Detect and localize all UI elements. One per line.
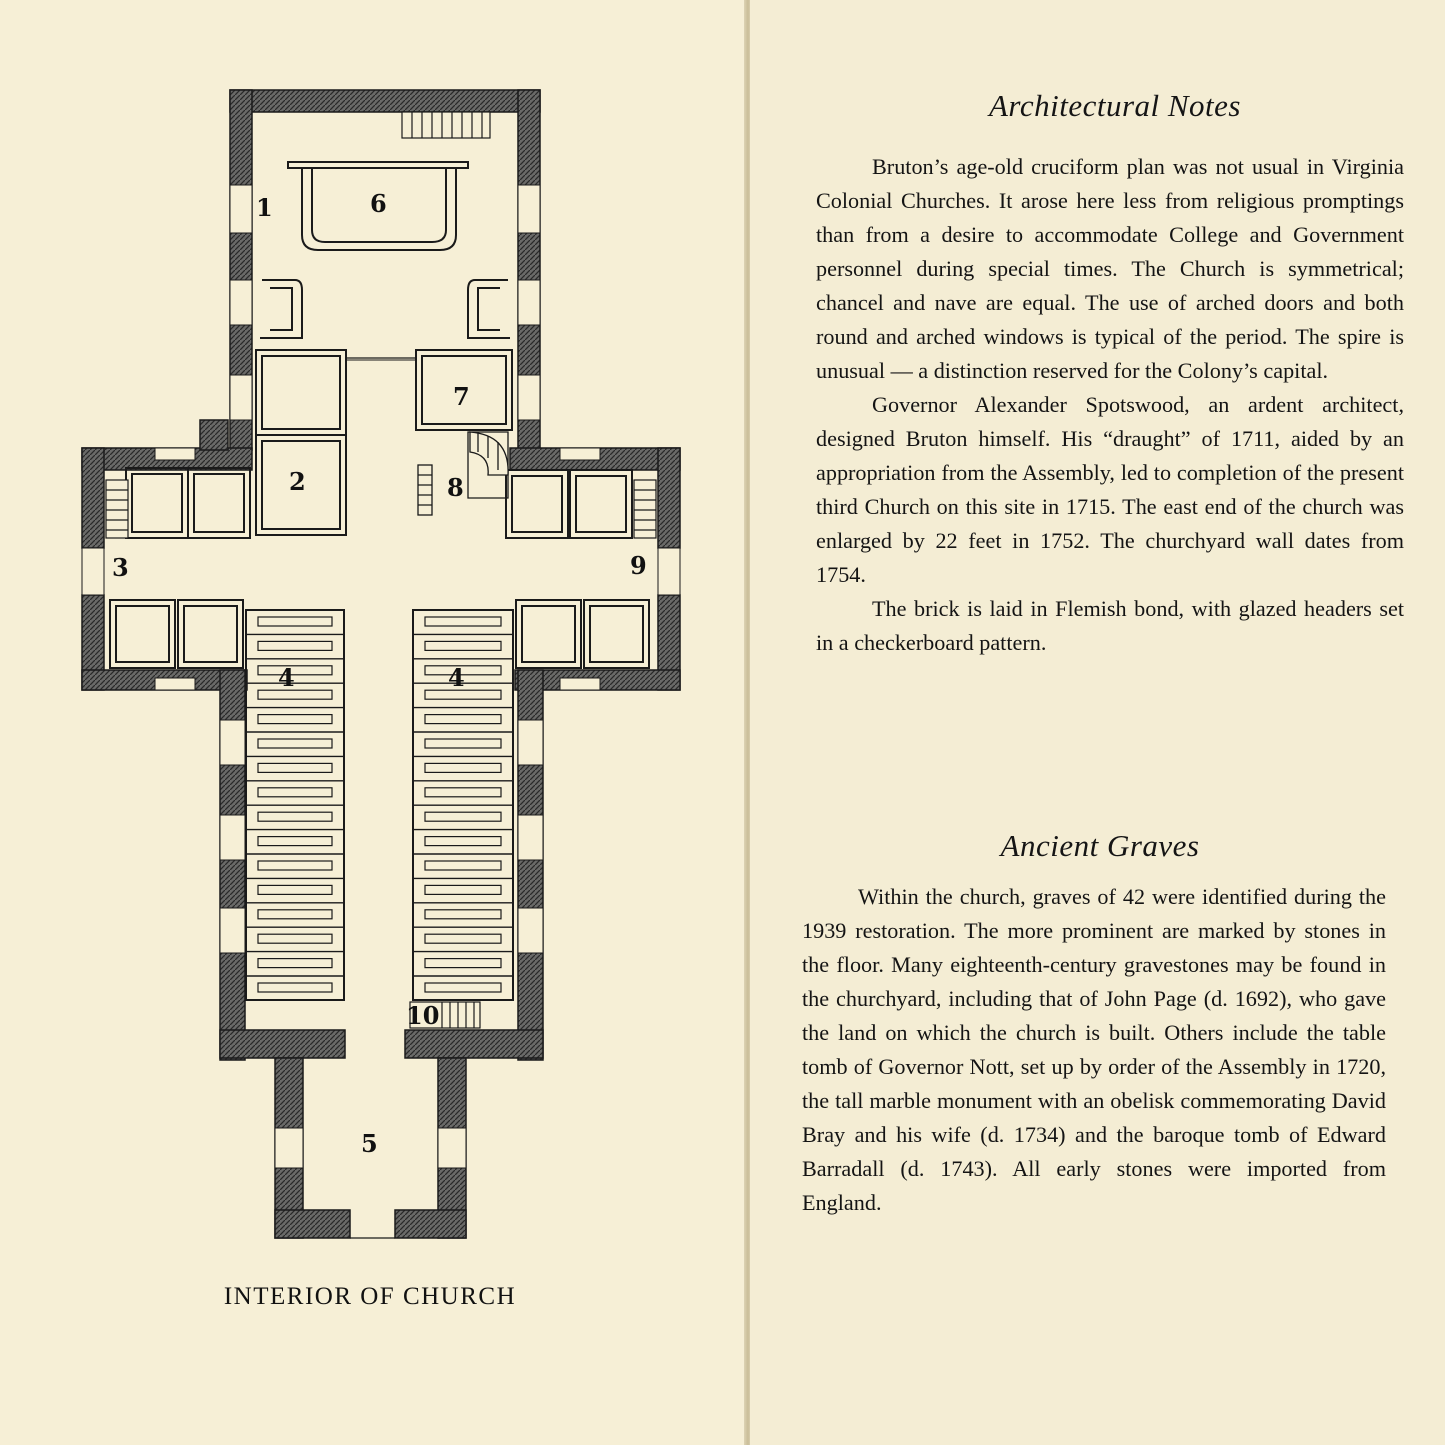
pew-seat xyxy=(257,738,333,749)
plan-box-pews xyxy=(109,279,650,669)
pew-seat xyxy=(424,616,502,627)
plan-label-2: 2 xyxy=(289,467,306,496)
plan-spiral-stair xyxy=(417,431,509,516)
pew-seat xyxy=(257,787,333,798)
pew-seat xyxy=(424,909,502,920)
pew-seat xyxy=(424,689,502,700)
pew-seat xyxy=(257,811,333,822)
plan-doors xyxy=(345,357,416,1239)
pew-seat xyxy=(257,957,333,969)
pew-seat xyxy=(257,982,333,993)
plan-altar xyxy=(287,161,469,251)
plan-labels: 1 2 3 4 4 5 6 7 8 9 10 xyxy=(112,189,647,1158)
pew-seat xyxy=(424,665,502,676)
pew-seat xyxy=(257,860,333,871)
pew-seat xyxy=(424,835,502,847)
plan-nave-pews xyxy=(245,609,514,1001)
architectural-notes-body: Bruton’s age-old cruciform plan was not … xyxy=(816,150,1404,660)
page-fold xyxy=(744,0,752,1445)
pew-seat xyxy=(424,982,502,993)
pew-seat xyxy=(424,860,502,871)
plan-walls xyxy=(81,89,681,1239)
section-title-ancient-graves: Ancient Graves xyxy=(1000,828,1200,863)
pew-seat xyxy=(257,835,333,847)
paragraph: Governor Alexander Spotswood, an ardent … xyxy=(816,392,1404,587)
pew-seat xyxy=(424,957,502,969)
pew-seat xyxy=(424,787,502,798)
ancient-graves-body: Within the church, graves of 42 were ide… xyxy=(802,880,1386,1220)
church-floor-plan: 1 2 3 4 4 5 6 7 8 9 10 xyxy=(81,89,681,1239)
pew-seat xyxy=(257,640,333,652)
pew-seat xyxy=(424,762,502,774)
plan-label-10: 10 xyxy=(406,1001,439,1030)
pew-seat xyxy=(257,616,333,627)
pew-seat xyxy=(424,640,502,652)
plan-label-4a: 4 xyxy=(278,663,295,692)
paragraph: Within the church, graves of 42 were ide… xyxy=(802,884,1386,1215)
plan-label-5: 5 xyxy=(361,1129,378,1158)
left-page: 1 2 3 4 4 5 6 7 8 9 10 INTERIOR OF CHURC… xyxy=(81,89,681,1310)
plan-transept-stairs xyxy=(105,479,657,539)
pew-seat xyxy=(257,713,333,725)
pew-seat xyxy=(424,738,502,749)
right-page: Architectural Notes Bruton’s age-old cru… xyxy=(750,0,1445,1445)
pew-seat xyxy=(257,762,333,774)
pew-seat xyxy=(424,811,502,822)
pew-seat xyxy=(257,909,333,920)
plan-label-4b: 4 xyxy=(448,663,465,692)
section-title-architectural-notes: Architectural Notes xyxy=(988,88,1241,123)
plan-windows xyxy=(81,184,681,1169)
plan-stair-top xyxy=(401,111,491,139)
pew-seat xyxy=(257,665,333,676)
plan-label-6: 6 xyxy=(370,189,387,218)
plan-label-9: 9 xyxy=(630,551,647,580)
plan-label-3: 3 xyxy=(112,553,129,582)
pew-seat xyxy=(424,884,502,896)
pew-seat xyxy=(257,884,333,896)
paragraph: The brick is laid in Flemish bond, with … xyxy=(816,596,1404,655)
pew-seat xyxy=(257,689,333,700)
plan-label-7: 7 xyxy=(453,382,470,411)
paragraph: Bruton’s age-old cruciform plan was not … xyxy=(816,154,1404,383)
pew-seat xyxy=(424,713,502,725)
plan-label-1: 1 xyxy=(256,193,273,222)
pew-seat xyxy=(424,933,502,944)
plan-caption: INTERIOR OF CHURCH xyxy=(223,1283,517,1310)
plan-label-8: 8 xyxy=(447,473,464,502)
plan-stair-10 xyxy=(409,1001,481,1029)
pew-seat xyxy=(257,933,333,944)
